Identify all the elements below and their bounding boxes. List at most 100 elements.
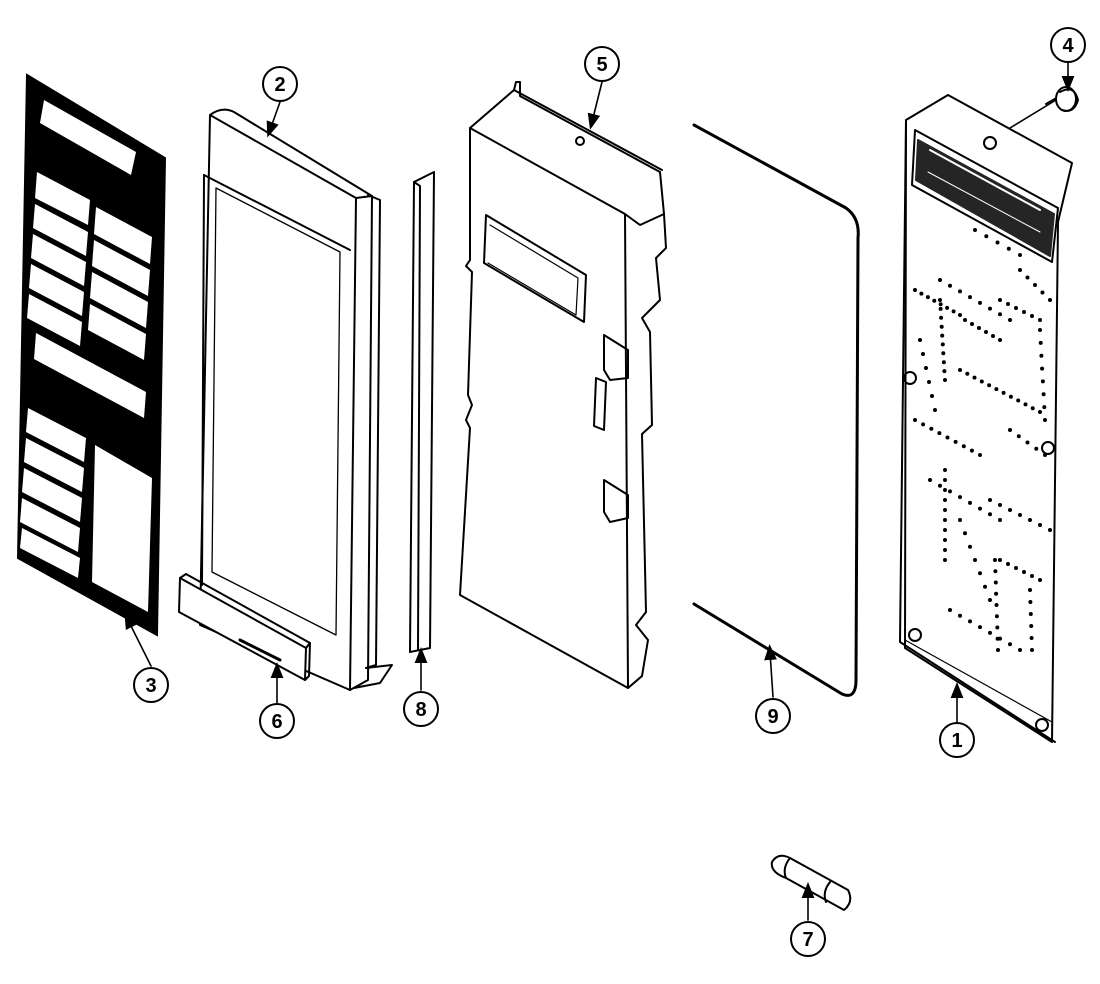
solder-dot [918, 338, 922, 342]
solder-dot [943, 528, 947, 532]
solder-dot [940, 333, 945, 338]
solder-dot [998, 636, 1002, 641]
circuit-board-part [899, 94, 1073, 743]
solder-dot [973, 558, 977, 562]
solder-dot [1025, 440, 1030, 445]
solder-dot [972, 375, 977, 380]
solder-dot [958, 313, 962, 317]
solder-dot [1030, 648, 1034, 652]
solder-dot [1030, 574, 1034, 578]
keypad-overlay-part [16, 73, 167, 637]
solder-dot [943, 468, 947, 472]
solder-dot [973, 228, 977, 232]
solder-dot [1028, 600, 1033, 604]
solder-dot [1048, 298, 1052, 302]
solder-dot [968, 544, 972, 549]
solder-dot [1008, 428, 1012, 432]
solder-dot [988, 630, 992, 635]
solder-dot [943, 538, 947, 542]
solder-dot [1038, 523, 1042, 527]
solder-dot [1008, 394, 1013, 399]
solder-dot [1043, 453, 1047, 457]
control-panel-frame-part [199, 108, 393, 691]
fuse-part [770, 854, 852, 911]
solder-dot [994, 591, 999, 596]
solder-dot [1048, 528, 1052, 532]
solder-dot [913, 288, 917, 292]
solder-dot [1025, 275, 1030, 280]
callout-2-label: 2 [274, 74, 285, 96]
solder-dot [978, 300, 982, 305]
circuit-board-traces [913, 228, 1052, 652]
solder-dot [1038, 328, 1042, 332]
solder-dot [943, 518, 947, 522]
solder-dot [958, 289, 962, 294]
solder-dot [991, 334, 995, 338]
solder-dot [942, 369, 947, 374]
solder-dot [943, 488, 947, 492]
solder-dot [1034, 446, 1039, 451]
solder-dot [965, 371, 970, 376]
callout-5-label: 5 [596, 54, 607, 76]
solder-dot [988, 512, 992, 517]
solder-dot [996, 648, 1000, 652]
callout-1: 1 [939, 722, 975, 758]
solder-dot [939, 324, 944, 329]
solder-dot [958, 368, 962, 372]
solder-dot [938, 306, 943, 311]
solder-dot [1018, 268, 1022, 272]
solder-dot [969, 448, 974, 453]
solder-dot [943, 558, 947, 562]
solder-dot [958, 613, 962, 618]
solder-dot [945, 305, 950, 310]
solder-dot [998, 298, 1002, 302]
solder-dot [984, 330, 988, 334]
solder-dot [998, 518, 1002, 522]
solder-dot [1014, 566, 1018, 570]
solder-dot [1023, 402, 1028, 407]
callout-3-label: 3 [145, 675, 156, 697]
solder-dot [963, 531, 967, 536]
solder-dot [929, 426, 934, 431]
solder-dot [1029, 624, 1034, 628]
solder-dot [1038, 318, 1042, 322]
callout-6-label: 6 [271, 711, 282, 733]
solder-dot [978, 506, 982, 511]
solder-dot [977, 326, 981, 330]
solder-dot [998, 503, 1002, 507]
panel-housing-part [459, 81, 667, 689]
solder-dot [941, 351, 946, 356]
solder-dot [1008, 642, 1012, 647]
solder-dot [943, 508, 947, 512]
solder-dot [953, 439, 958, 444]
solder-dot [948, 283, 952, 288]
solder-dot [930, 394, 934, 398]
solder-dot [948, 489, 952, 494]
solder-dot [951, 309, 956, 314]
solder-dot [939, 315, 944, 320]
callout-5: 5 [584, 46, 620, 82]
solder-dot [938, 298, 942, 302]
callout-6: 6 [259, 703, 295, 739]
tape-strip-part [409, 171, 435, 653]
solder-dot [927, 380, 931, 384]
solder-dot [1038, 410, 1042, 414]
solder-dot [1016, 434, 1021, 439]
solder-dot [1008, 318, 1012, 322]
solder-dot [1022, 310, 1026, 314]
solder-dot [1008, 508, 1012, 512]
solder-dot [978, 571, 982, 576]
solder-dot [994, 603, 999, 607]
solder-dot [938, 483, 942, 488]
solder-dot [1014, 306, 1018, 310]
solder-dot [1039, 353, 1044, 358]
solder-dot [948, 608, 952, 612]
solder-dot [1043, 418, 1047, 422]
solder-dot [988, 306, 992, 311]
solder-dot [998, 312, 1002, 317]
solder-dot [993, 580, 998, 585]
solder-dot [987, 383, 992, 388]
solder-dot [924, 366, 928, 370]
solder-dot [995, 240, 1000, 245]
solder-dot [979, 379, 984, 384]
